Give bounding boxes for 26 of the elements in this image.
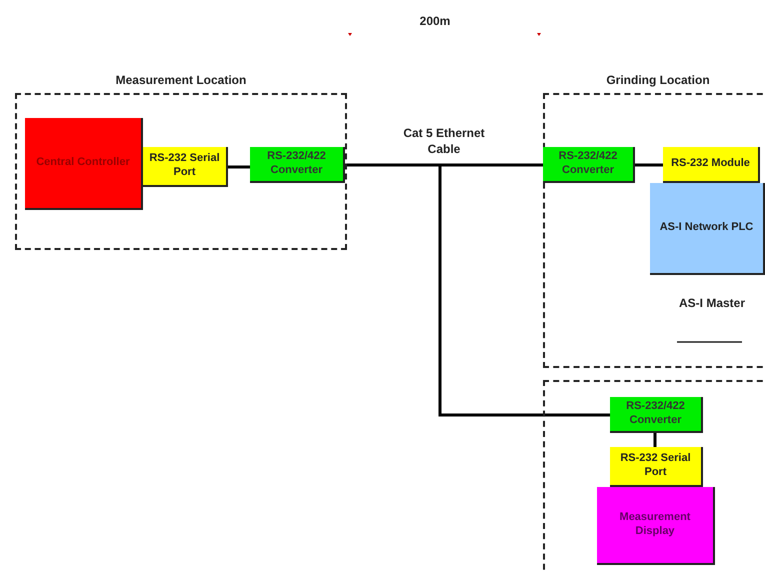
cable-line [228, 166, 250, 168]
device-label: RS-232 Serial Port [148, 152, 221, 180]
device-box [25, 118, 143, 210]
device-box [543, 147, 635, 183]
device-box [250, 147, 345, 183]
device-label: RS-232 Serial Port [619, 452, 692, 480]
device-label: Central Controller [35, 156, 131, 170]
device-label: AS-I Master [678, 296, 746, 312]
device-box [610, 447, 703, 487]
device-box [597, 487, 715, 565]
device-label: RS-232 Module [670, 157, 751, 171]
device-box [143, 147, 228, 187]
device-box [610, 397, 703, 433]
device-label: RS-232/422 Converter [625, 400, 686, 428]
device-box [663, 147, 760, 183]
device-label: RS-232/422 Converter [558, 150, 618, 178]
device-label: Measurement Display [618, 511, 692, 539]
zone-heading: Measurement Location [114, 73, 248, 87]
cable-line [635, 164, 663, 166]
device-label: RS-232/422 Converter [266, 150, 327, 178]
edge-label: Cat 5 Ethernet Cable [402, 126, 486, 158]
zone-heading: Grinding Location [605, 73, 711, 87]
device-box [650, 183, 765, 275]
device-label: AS-I Network PLC [658, 221, 754, 235]
distance-label: 200m [418, 14, 452, 30]
cable-line [654, 433, 656, 447]
